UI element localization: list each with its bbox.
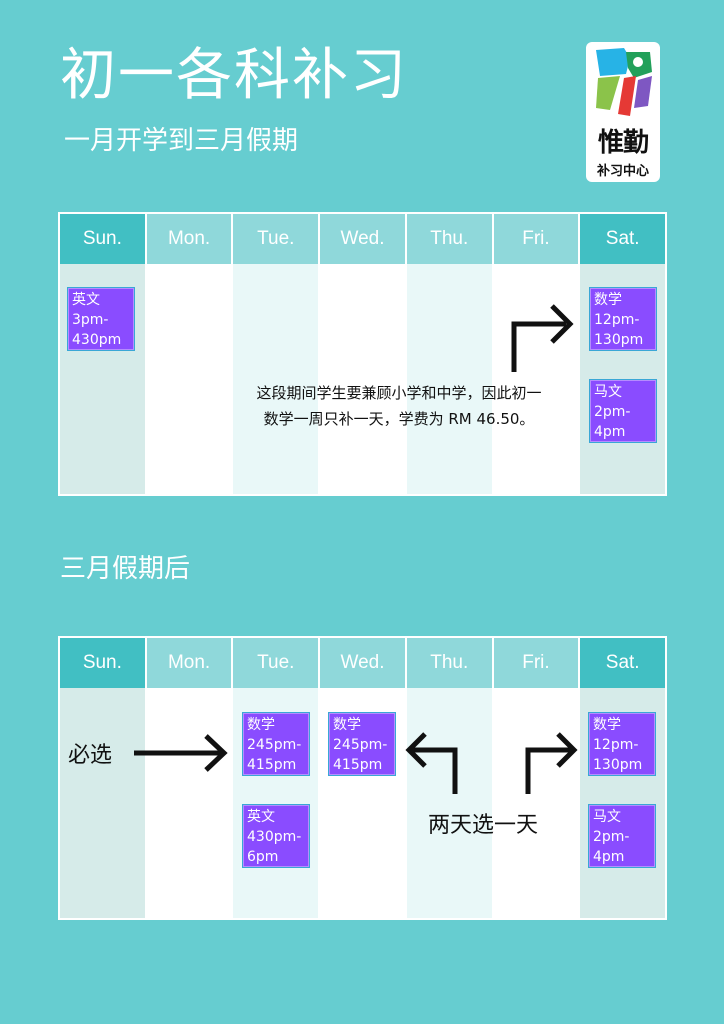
event-subject: 英文 bbox=[247, 809, 275, 825]
event-sat-math[interactable]: 数学 12pm- 130pm bbox=[588, 712, 656, 776]
arrow-right-icon bbox=[134, 734, 228, 772]
arrow-turn-right-icon bbox=[511, 304, 574, 372]
event-sun-english[interactable]: 英文 3pm- 430pm bbox=[67, 287, 135, 351]
logo-name: 惟勤 bbox=[597, 128, 649, 158]
arrow-turn-right-icon bbox=[525, 732, 578, 794]
day-column-fri: Fri. bbox=[491, 214, 579, 494]
day-header: Fri. bbox=[493, 214, 579, 264]
day-column-mon: Mon. bbox=[144, 638, 232, 918]
event-time: 245pm- bbox=[247, 737, 302, 753]
event-tue-math[interactable]: 数学 245pm- 415pm bbox=[242, 712, 310, 776]
logo-mark-icon bbox=[596, 48, 652, 116]
day-header: Thu. bbox=[406, 214, 492, 264]
event-time: 130pm bbox=[593, 757, 643, 773]
event-sat-math[interactable]: 数学 12pm- 130pm bbox=[589, 287, 657, 351]
day-column-sat: Sat. bbox=[578, 638, 666, 918]
event-subject: 马文 bbox=[594, 384, 622, 400]
event-subject: 数学 bbox=[333, 717, 361, 733]
day-header: Fri. bbox=[493, 638, 579, 688]
section-title: 三月假期后 bbox=[60, 554, 191, 584]
event-time: 3pm- bbox=[72, 312, 109, 328]
event-tue-english[interactable]: 英文 430pm- 6pm bbox=[242, 804, 310, 868]
day-header: Tue. bbox=[233, 214, 319, 264]
event-time: 245pm- bbox=[333, 737, 388, 753]
day-header: Mon. bbox=[146, 214, 232, 264]
day-header: Mon. bbox=[146, 638, 232, 688]
day-column-thu: Thu. bbox=[404, 638, 492, 918]
event-time: 430pm bbox=[72, 332, 122, 348]
day-column-wed: Wed. bbox=[318, 214, 405, 494]
day-header: Wed. bbox=[320, 638, 405, 688]
event-subject: 马文 bbox=[593, 809, 621, 825]
day-column-wed: Wed. bbox=[318, 638, 405, 918]
event-time: 415pm bbox=[333, 757, 383, 773]
day-header: Sat. bbox=[580, 638, 666, 688]
choose-one-label: 两天选一天 bbox=[428, 813, 539, 838]
event-subject: 英文 bbox=[72, 292, 100, 308]
event-subject: 数学 bbox=[594, 292, 622, 308]
event-time: 2pm- bbox=[594, 404, 631, 420]
event-wed-math[interactable]: 数学 245pm- 415pm bbox=[328, 712, 396, 776]
day-column-sat: Sat. bbox=[578, 214, 666, 494]
event-subject: 数学 bbox=[247, 717, 275, 733]
note-line: 这段期间学生要兼顾小学和中学，因此初一 bbox=[256, 384, 542, 402]
schedule-note: 这段期间学生要兼顾小学和中学，因此初一 数学一周只补一天，学费为 RM 46.5… bbox=[224, 380, 574, 432]
note-line: 数学一周只补一天，学费为 RM 46.50。 bbox=[263, 410, 535, 428]
event-subject: 数学 bbox=[593, 717, 621, 733]
arrow-turn-left-icon bbox=[405, 732, 458, 794]
day-column-tue: Tue. bbox=[231, 214, 319, 494]
event-sat-malay[interactable]: 马文 2pm- 4pm bbox=[589, 379, 657, 443]
day-column-tue: Tue. bbox=[231, 638, 319, 918]
day-header: Sun. bbox=[60, 214, 145, 264]
logo-tagline: 补习中心 bbox=[596, 164, 649, 179]
day-header: Wed. bbox=[320, 214, 405, 264]
day-column-sun: Sun. bbox=[60, 638, 145, 918]
event-time: 130pm bbox=[594, 332, 644, 348]
day-column-thu: Thu. bbox=[404, 214, 492, 494]
day-column-mon: Mon. bbox=[144, 214, 232, 494]
logo: 惟勤 补习中心 bbox=[586, 42, 660, 182]
event-time: 4pm bbox=[593, 849, 625, 865]
page-subtitle: 一月开学到三月假期 bbox=[64, 126, 299, 156]
day-header: Tue. bbox=[233, 638, 319, 688]
page-title: 初一各科补习 bbox=[60, 43, 408, 108]
event-time: 4pm bbox=[594, 424, 626, 440]
day-header: Sat. bbox=[580, 214, 666, 264]
day-header: Sun. bbox=[60, 638, 145, 688]
event-time: 12pm- bbox=[593, 737, 639, 753]
event-time: 2pm- bbox=[593, 829, 630, 845]
event-time: 6pm bbox=[247, 849, 279, 865]
event-sat-malay[interactable]: 马文 2pm- 4pm bbox=[588, 804, 656, 868]
day-column-sun: Sun. bbox=[60, 214, 145, 494]
day-column-fri: Fri. bbox=[491, 638, 579, 918]
required-label: 必选 bbox=[68, 743, 113, 768]
event-time: 12pm- bbox=[594, 312, 640, 328]
event-time: 430pm- bbox=[247, 829, 302, 845]
day-header: Thu. bbox=[406, 638, 492, 688]
event-time: 415pm bbox=[247, 757, 297, 773]
